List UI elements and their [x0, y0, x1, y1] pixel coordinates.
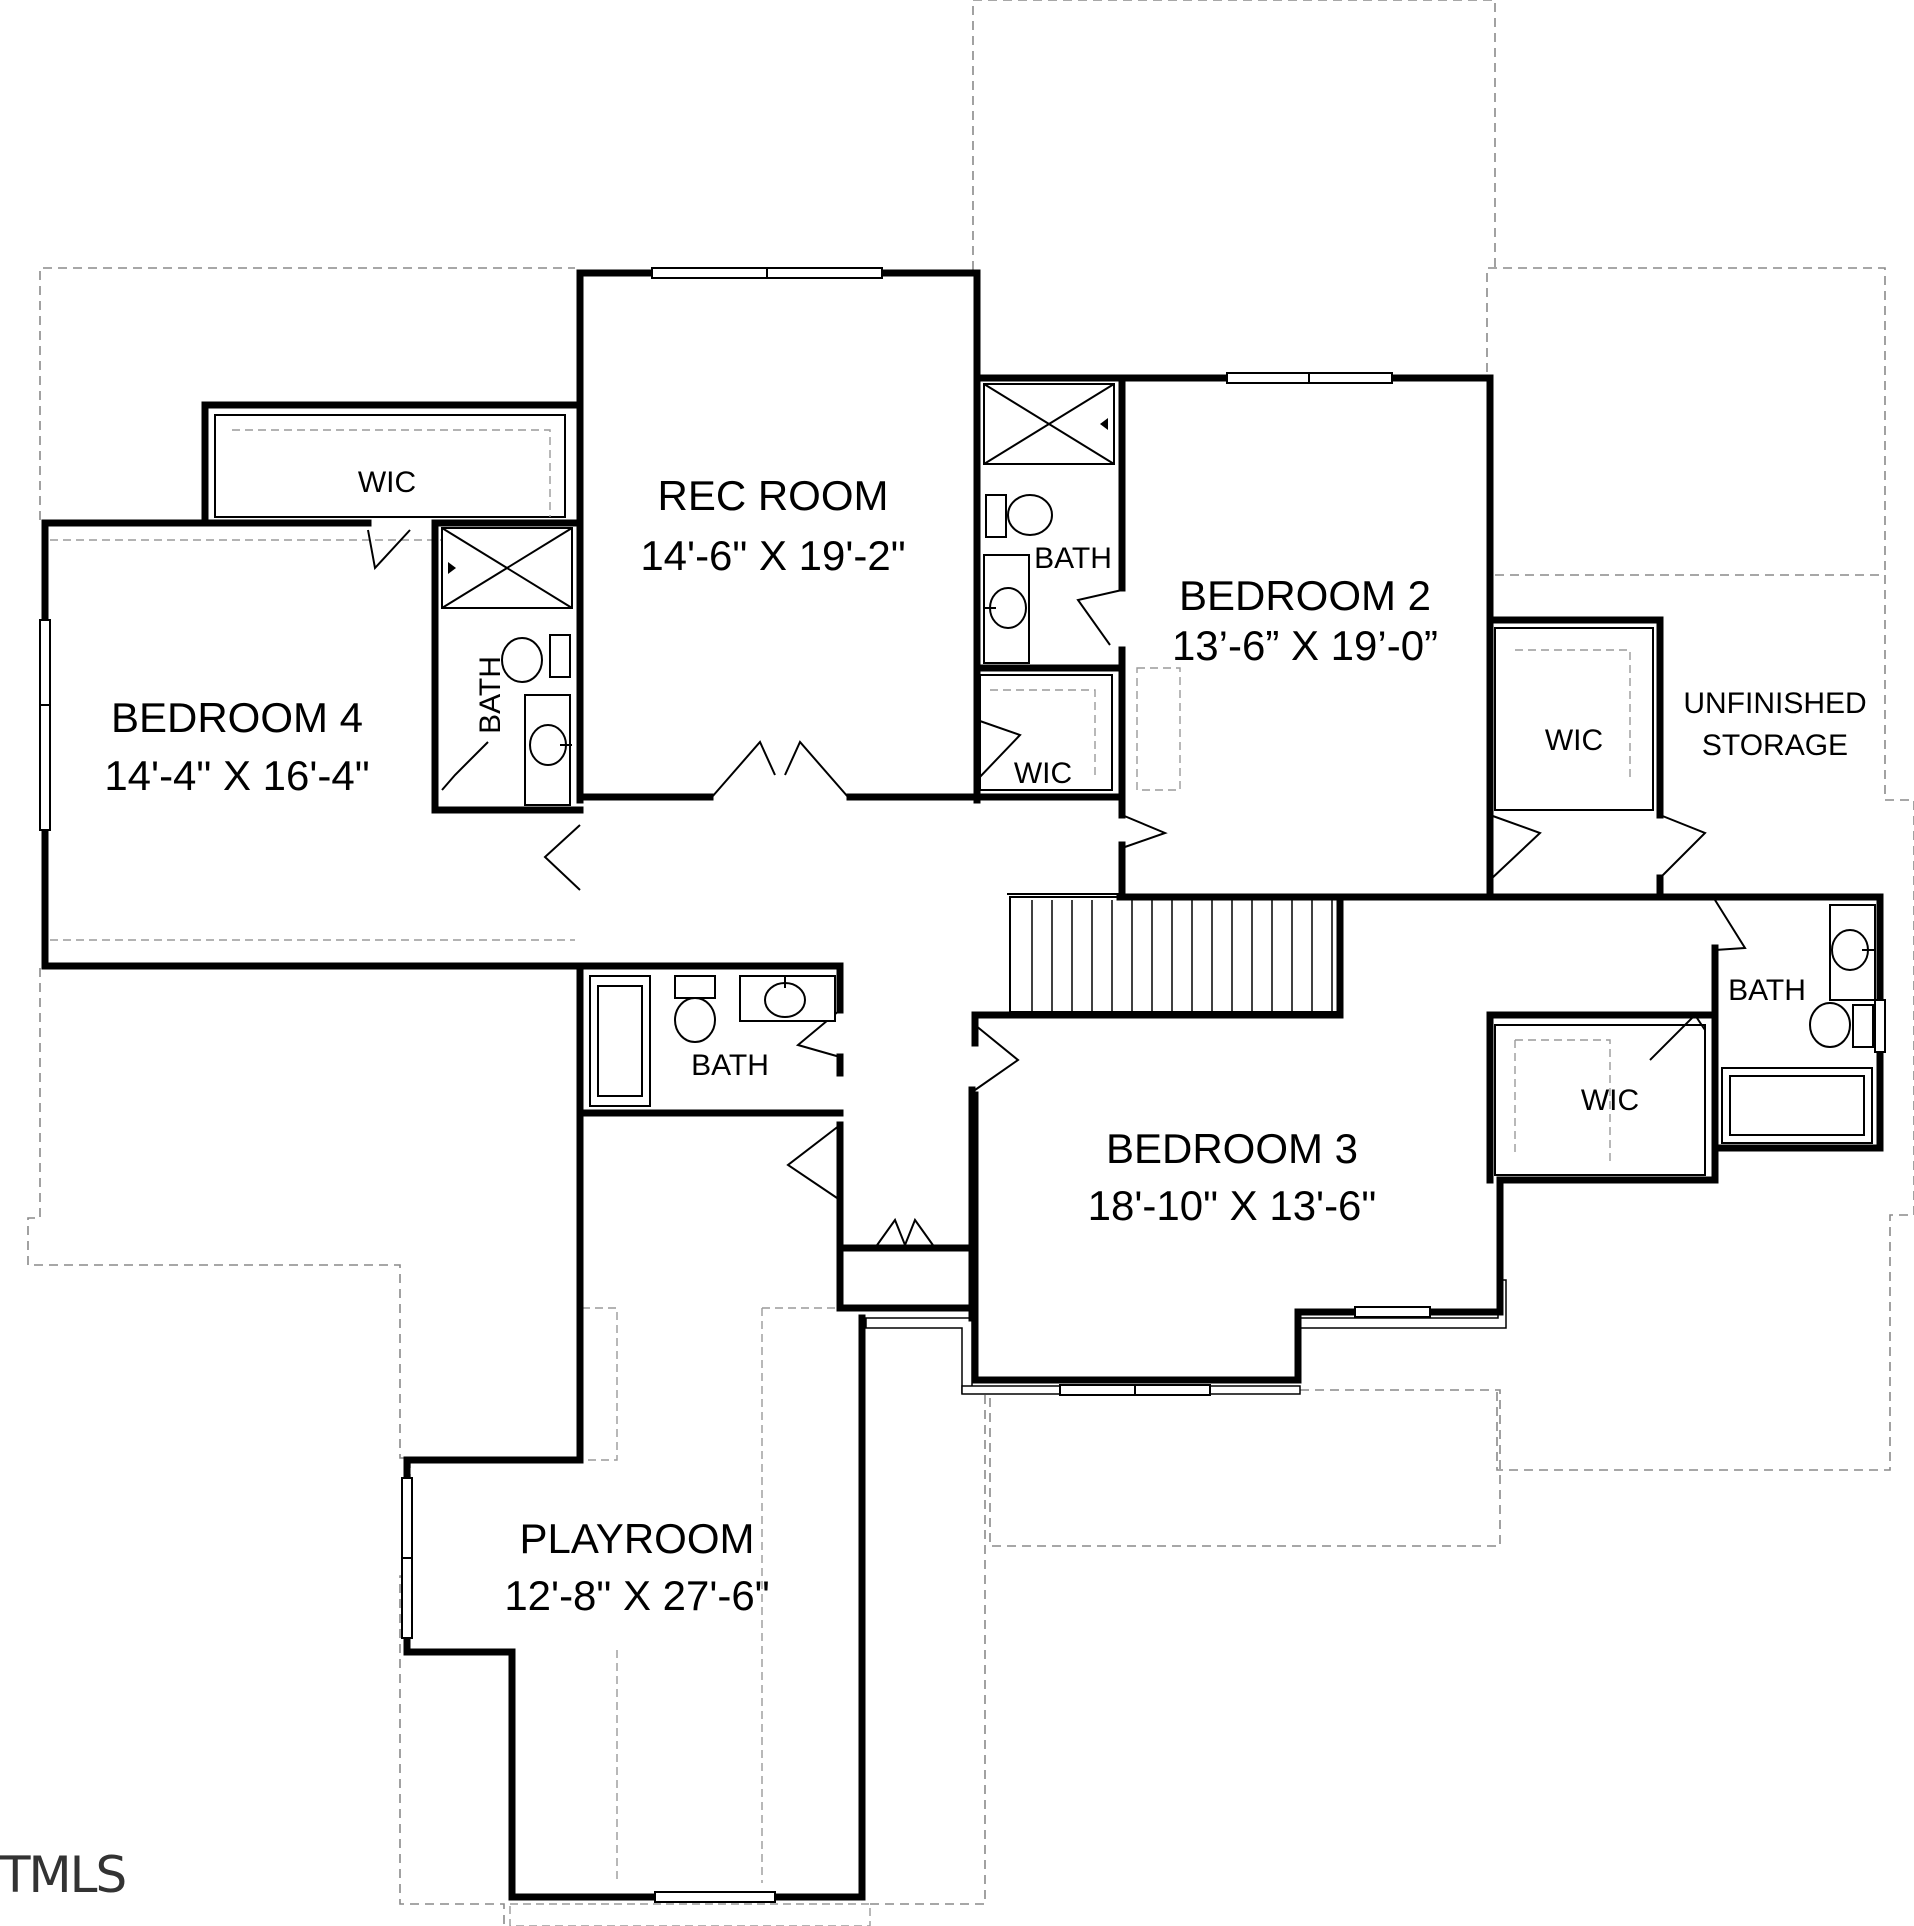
bedroom-3-name: BEDROOM 3 — [1106, 1125, 1358, 1172]
staircase — [1007, 893, 1341, 1013]
stair-treads — [1031, 900, 1333, 1012]
bath-hall-label: BATH — [691, 1049, 769, 1082]
bedroom-4-dims: 14'-4" X 16'-4" — [104, 752, 369, 799]
bath-bed2-label: BATH — [1034, 542, 1112, 575]
doors — [367, 529, 1747, 1249]
wic-bed4-label: WIC — [358, 466, 416, 499]
watermark: TMLS — [0, 1846, 127, 1904]
room-labels: REC ROOM 14'-6" X 19'-2" BEDROOM 2 13’-6… — [104, 466, 1866, 1619]
windows — [39, 267, 1886, 1903]
bath-fixtures — [441, 383, 1876, 1144]
rec-room-dims: 14'-6" X 19'-2" — [640, 532, 905, 579]
bedroom-3-dims: 18'-10" X 13'-6" — [1088, 1182, 1377, 1229]
unfinished-storage-label-1: UNFINISHED — [1683, 687, 1866, 720]
wic-bed2-label: WIC — [1545, 724, 1603, 757]
walls — [41, 269, 1884, 1901]
wic-closet-label: WIC — [1014, 757, 1072, 790]
playroom-dims: 12'-8" X 27'-6" — [504, 1572, 769, 1619]
closets — [214, 414, 1706, 1176]
wic-bed3-label: WIC — [1581, 1084, 1639, 1117]
rec-room-name: REC ROOM — [658, 472, 889, 519]
bath-bed4-label: BATH — [474, 656, 507, 734]
bath-bed3-label: BATH — [1728, 974, 1806, 1007]
bedroom-4-name: BEDROOM 4 — [111, 694, 363, 741]
bedroom-2-dims: 13’-6” X 19’-0” — [1172, 622, 1438, 669]
unfinished-storage-label-2: STORAGE — [1702, 729, 1848, 762]
bedroom-2-name: BEDROOM 2 — [1179, 572, 1431, 619]
playroom-name: PLAYROOM — [520, 1515, 755, 1562]
